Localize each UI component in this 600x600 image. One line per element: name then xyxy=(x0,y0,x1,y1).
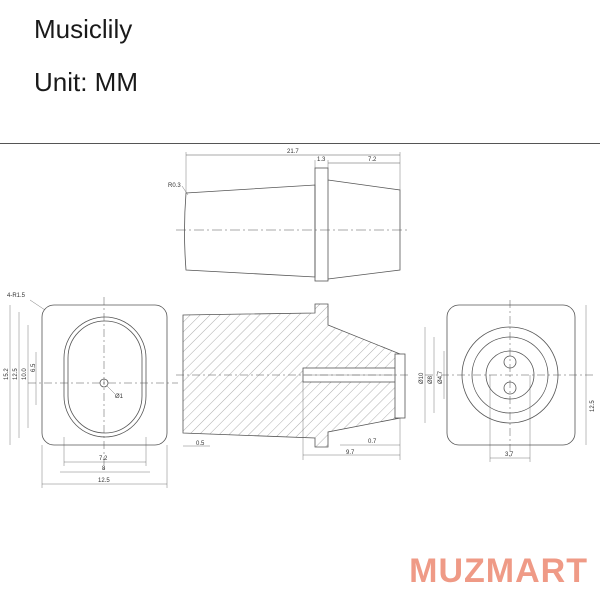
dim-height-3: 10.0 xyxy=(22,368,28,380)
dim-hole-diameter: Ø1 xyxy=(115,394,124,400)
section-view xyxy=(176,303,410,460)
side-view xyxy=(176,152,410,282)
dim-width-2: 8 xyxy=(102,466,106,472)
dim-height-2: 12.5 xyxy=(13,368,19,380)
side-taper xyxy=(327,179,401,280)
dim-outer-diameter: Ø10 xyxy=(419,372,425,384)
front-view xyxy=(9,297,178,488)
front-oval-outer xyxy=(63,316,147,438)
dim-tip-depth: 0.7 xyxy=(368,439,377,445)
side-flange xyxy=(314,167,329,282)
front-square-body xyxy=(41,304,168,446)
dim-edge-radius: R0.3 xyxy=(168,183,181,189)
header-divider xyxy=(0,143,600,144)
brand-title: Musiclily xyxy=(34,14,133,44)
dim-flange-thickness: 1.3 xyxy=(317,157,326,163)
dim-width-1: 7.2 xyxy=(99,456,108,462)
dim-rear-height: 12.5 xyxy=(590,400,596,412)
dim-height-outer: 15.2 xyxy=(4,368,10,380)
rear-view xyxy=(424,300,595,462)
front-oval-inner xyxy=(67,320,143,434)
dim-total-length: 21.7 xyxy=(287,149,299,155)
dim-bore-depth: 9.7 xyxy=(346,450,355,456)
dim-height-4: 6.5 xyxy=(31,363,37,372)
muzmart-watermark: MUZMART xyxy=(409,552,588,590)
dim-pin-spacing: 3.7 xyxy=(505,452,514,458)
dim-width-3: 12.5 xyxy=(98,478,110,484)
dim-inner-diameter: Ø4.7 xyxy=(438,370,444,384)
dim-taper-length: 7.2 xyxy=(368,157,377,163)
dim-offset: 0.5 xyxy=(196,441,205,447)
section-tip xyxy=(394,353,406,419)
dim-mid-diameter: Ø8 xyxy=(428,375,434,384)
dim-corner-radius: 4-R1.5 xyxy=(7,293,26,299)
unit-label: Unit: MM xyxy=(34,67,138,97)
side-body-outline xyxy=(184,184,316,278)
